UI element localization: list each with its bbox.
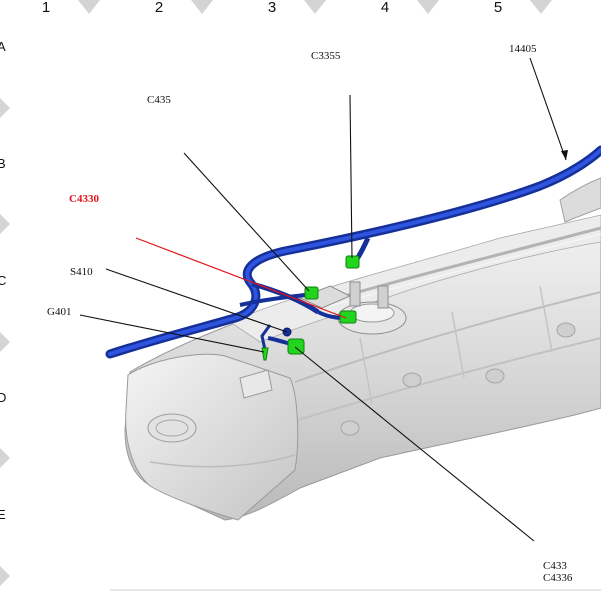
ground-g401-icon <box>261 347 269 361</box>
grid-row-c: C <box>0 273 6 288</box>
label-14405: 14405 <box>509 43 537 55</box>
grid-row-b: B <box>0 156 6 171</box>
leader-lines <box>79 57 568 542</box>
connector-c4330-icon <box>339 310 357 324</box>
grid-column-2: 2 <box>155 0 163 16</box>
connectors <box>261 255 360 361</box>
label-c3355: C3355 <box>311 50 341 62</box>
grid-border-top: 1 2 3 4 5 <box>42 0 552 16</box>
label-g401: G401 <box>47 306 71 318</box>
label-c4336: C4336 <box>543 572 573 584</box>
grid-row-e: E <box>0 507 6 522</box>
label-s410: S410 <box>70 266 93 278</box>
label-c433: C433 <box>543 560 567 572</box>
callout-labels: C435 C3355 14405 C4330 S410 G401 C433 C4… <box>47 43 573 584</box>
label-c435: C435 <box>147 94 171 106</box>
grid-column-3: 3 <box>268 0 276 16</box>
grid-row-a: A <box>0 39 6 54</box>
fuel-tank <box>124 177 601 521</box>
label-c4330: C4330 <box>69 193 99 205</box>
grid-border-left: A B C D E <box>0 39 10 586</box>
grid-column-1: 1 <box>42 0 50 16</box>
grid-row-d: D <box>0 390 6 405</box>
grid-column-5: 5 <box>494 0 502 16</box>
grid-column-4: 4 <box>381 0 389 16</box>
connector-c433-icon <box>287 338 305 355</box>
